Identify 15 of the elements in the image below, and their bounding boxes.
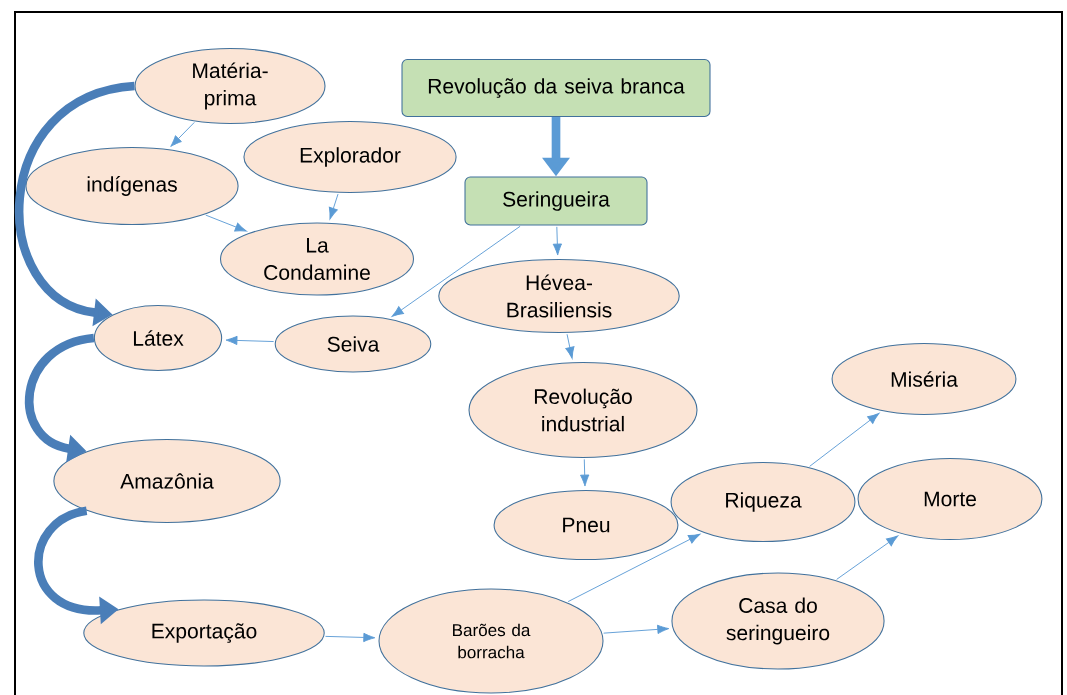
arrow [836,535,899,580]
arrow [552,226,562,256]
arrow [205,214,247,232]
arrow [170,121,195,147]
arrow [391,225,521,317]
arrow [328,193,339,220]
arrow [603,624,670,634]
arrow [809,413,880,467]
arrow [567,533,701,603]
arrow [225,335,275,346]
arrow [325,632,376,643]
arrow [580,458,590,487]
title-box: Seringueira [464,176,648,226]
arrow [565,333,575,359]
title-box: Revolução da seiva branca [401,58,711,118]
